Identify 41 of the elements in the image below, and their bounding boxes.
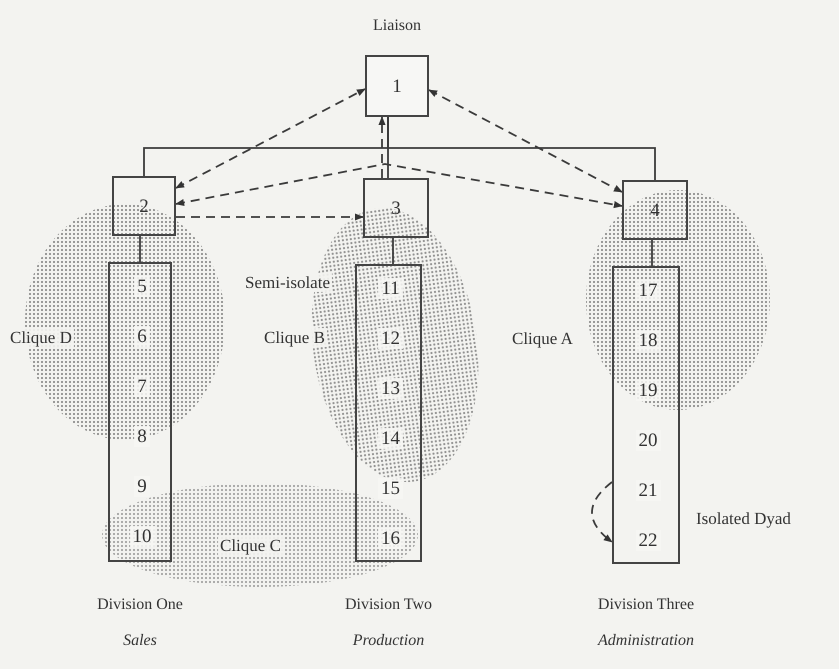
member-number: 13 <box>378 378 403 398</box>
group-caption: Division One <box>97 596 183 614</box>
member-number: 11 <box>378 278 403 298</box>
member-number: 7 <box>134 376 150 396</box>
group-caption: Division Two <box>344 596 432 614</box>
member-number: 19 <box>636 380 660 400</box>
person-box <box>112 176 176 236</box>
department-caption: Production <box>352 632 424 650</box>
person-number: 2 <box>138 196 150 216</box>
group-label: Clique C <box>218 536 283 555</box>
group-label: Clique D <box>8 328 74 347</box>
connector-line <box>387 117 656 180</box>
member-number: 17 <box>636 280 660 300</box>
member-number: 16 <box>378 528 403 548</box>
member-number: 12 <box>378 328 403 348</box>
group-label: Semi-isolate <box>243 273 332 292</box>
department-caption: Administration <box>598 632 694 650</box>
person-number: 4 <box>649 200 661 220</box>
member-number: 10 <box>130 526 154 546</box>
dashed-arrow <box>175 163 623 208</box>
member-number: 14 <box>378 428 403 448</box>
department-caption: Sales <box>123 632 157 650</box>
group-label: Clique B <box>262 328 327 347</box>
group-caption: Liaison <box>373 17 421 35</box>
person-number: 1 <box>391 76 403 96</box>
person-box <box>622 180 688 240</box>
member-number: 6 <box>134 326 150 346</box>
member-number: 5 <box>134 276 150 296</box>
person-box <box>363 178 429 238</box>
member-number: 18 <box>636 330 660 350</box>
dashed-arrow <box>175 88 366 189</box>
group-label: Isolated Dyad <box>694 509 793 528</box>
dashed-arrow <box>428 89 623 193</box>
dashed-arrow <box>176 213 364 221</box>
dashed-arrow <box>378 116 386 178</box>
dashed-arrow <box>591 481 613 543</box>
person-number: 3 <box>390 198 402 218</box>
group-caption: Division Three <box>598 596 694 614</box>
connector-line <box>651 240 653 266</box>
group-label: Clique A <box>510 329 575 348</box>
connector-line <box>139 236 141 262</box>
